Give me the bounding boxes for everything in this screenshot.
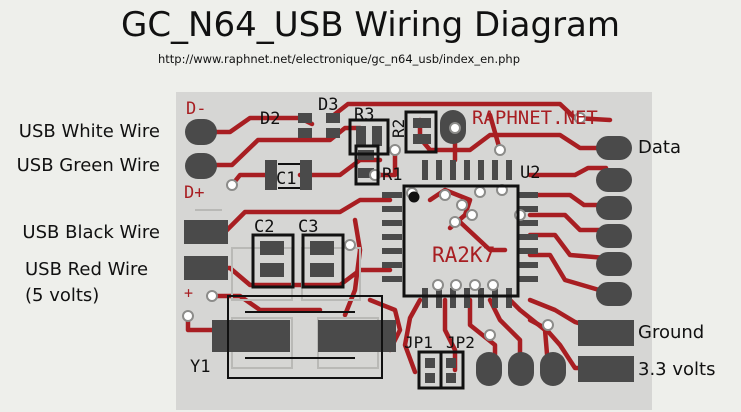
usb-white-pad [185, 119, 217, 145]
d-minus-label: D- [186, 99, 206, 119]
plus-label: + [184, 284, 193, 302]
c1-label: C1 [276, 169, 296, 189]
data-pad [596, 136, 632, 160]
pads [184, 110, 634, 386]
connector-pad-4 [596, 224, 632, 248]
diagram-title: GC_N64_USB Wiring Diagram [120, 5, 621, 45]
y1-label: Y1 [190, 357, 210, 377]
usb-red-wire-label: USB Red Wire [25, 259, 149, 280]
usb-white-wire-label: USB White Wire [18, 121, 160, 142]
connector-pad-5 [596, 252, 632, 276]
usb-red-pad [184, 256, 228, 280]
usb-green-wire-label: USB Green Wire [16, 155, 160, 176]
r1-label: R1 [382, 165, 402, 185]
u2-pins [382, 160, 538, 308]
ground-label: Ground [638, 322, 705, 343]
source-url: http://www.raphnet.net/electronique/gc_n… [157, 52, 520, 66]
chip-mark-label: RA2K7 [432, 243, 495, 267]
connector-pad-6 [596, 282, 632, 306]
d2-label: D2 [260, 109, 280, 129]
vcc-label: 3.3 volts [638, 359, 716, 380]
data-label: Data [638, 137, 681, 158]
usb-green-pad [185, 153, 217, 179]
u2-label: U2 [520, 163, 540, 183]
usb-red-wire-note: (5 volts) [25, 285, 100, 306]
ground-pad [578, 320, 634, 346]
brand-label: RAPHNET.NET [472, 107, 598, 129]
d-plus-label: D+ [184, 183, 204, 203]
usb-black-wire-label: USB Black Wire [22, 222, 160, 243]
connector-pad-3 [596, 196, 632, 220]
c2-label: C2 [254, 217, 274, 237]
r3-label: R3 [354, 105, 374, 125]
vcc-pad [578, 356, 634, 382]
d3-label: D3 [318, 95, 338, 115]
r2-label: R2 [389, 119, 408, 138]
usb-black-pad [184, 220, 228, 244]
jp1-label: JP1 [404, 333, 433, 352]
c3-label: C3 [298, 217, 318, 237]
silk-outlines [227, 110, 520, 390]
connector-pad-2 [596, 168, 632, 192]
jp2-label: JP2 [446, 333, 475, 352]
